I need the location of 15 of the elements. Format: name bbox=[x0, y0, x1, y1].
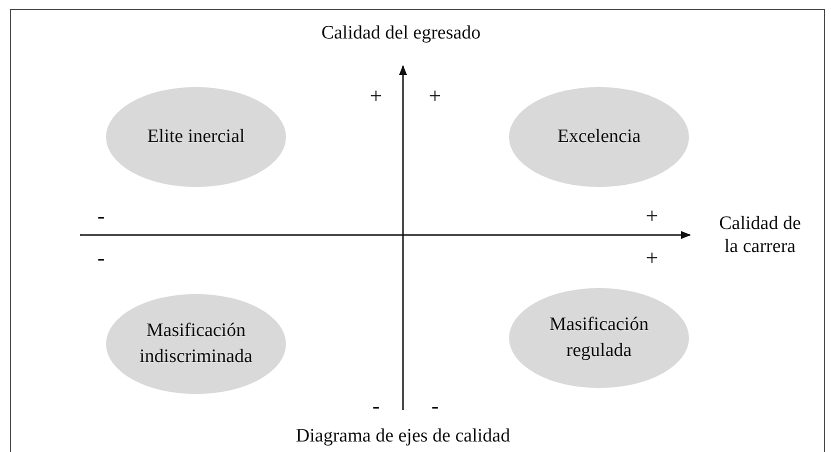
sign-label: + bbox=[428, 82, 442, 110]
quadrant-label: Elite inercial bbox=[147, 125, 245, 150]
caption: Diagrama de ejes de calidad bbox=[296, 426, 510, 448]
quadrant-label: Excelencia bbox=[557, 125, 641, 150]
quadrant-label: Masificación regulada bbox=[548, 313, 650, 363]
sign-label: - bbox=[431, 392, 439, 420]
sign-label: - bbox=[97, 202, 105, 230]
quadrant-label: Masificación indiscriminada bbox=[138, 319, 254, 369]
sign-label: + bbox=[646, 202, 658, 230]
axis-title: Calidad de la carrera bbox=[718, 213, 802, 259]
sign-label: - bbox=[372, 392, 380, 420]
sign-label: - bbox=[97, 244, 105, 272]
sign-label: + bbox=[646, 244, 658, 272]
axis-title: Calidad del egresado bbox=[321, 22, 481, 46]
sign-label: + bbox=[370, 82, 382, 110]
